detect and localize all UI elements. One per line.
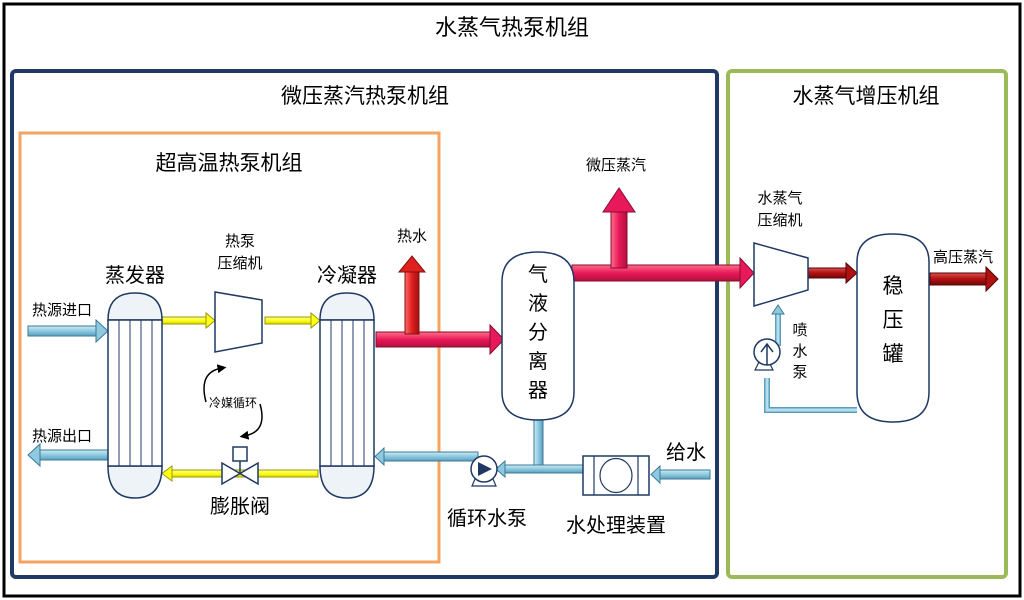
spray-pump-label-char1: 喷 — [792, 321, 807, 339]
vapor-compressor — [753, 242, 809, 308]
feed-water-label: 给水 — [666, 440, 706, 464]
separator-label-char4: 离 — [528, 349, 548, 373]
micro-pressure-frame — [10, 69, 719, 579]
micro-pressure-title: 微压蒸汽热泵机组 — [281, 84, 449, 108]
heat-source-out-label: 热源出口 — [32, 427, 92, 445]
separator-label-char5: 器 — [528, 378, 548, 402]
refrigerant-cycle-label: 冷媒循环 — [209, 396, 257, 410]
evaporator-label: 蒸发器 — [105, 263, 165, 287]
vapor-compressor-label-line1: 水蒸气 — [757, 189, 802, 207]
separator-label-char3: 分 — [528, 320, 548, 344]
feed-water-pipe — [650, 464, 711, 485]
stabilizer-tank-label-char3: 罐 — [883, 342, 904, 366]
stabilizer-tank — [856, 233, 930, 423]
booster-title: 水蒸气增压机组 — [793, 84, 940, 108]
refrigerant-pipe-evap-to-compressor — [159, 311, 216, 330]
spray-water-pipe — [764, 304, 857, 413]
separator-drain-pipe — [533, 419, 544, 469]
water-treatment-device — [582, 455, 650, 496]
heat-pump-compressor-label-line2: 压缩机 — [217, 254, 262, 272]
condenser — [319, 292, 375, 499]
micro-steam-arrow — [602, 187, 636, 269]
expansion-valve-label: 膨胀阀 — [210, 494, 270, 518]
expansion-valve — [221, 446, 259, 486]
heat-source-in-pipe — [27, 318, 109, 344]
ultra-high-temp-title: 超高温热泵机组 — [156, 151, 303, 175]
circulating-pump-label: 循环水泵 — [447, 506, 527, 530]
pump-to-condenser-pipe — [374, 446, 479, 467]
hot-water-arrow — [397, 255, 427, 335]
steam-pipe — [571, 256, 755, 290]
vapor-compressor-label-line2: 压缩机 — [757, 211, 802, 229]
heat-source-in-label: 热源进口 — [32, 301, 92, 319]
spray-pump-label-char3: 泵 — [792, 363, 807, 381]
heat-source-out-pipe — [27, 442, 109, 468]
high-pressure-steam-label: 高压蒸汽 — [933, 248, 993, 266]
separator-label-char1: 气 — [528, 262, 548, 286]
refrigerant-cycle-arrows — [203, 364, 263, 440]
spray-pump-label-char2: 水 — [792, 342, 807, 360]
circulating-pump — [470, 455, 498, 487]
stabilizer-tank-label-char1: 稳 — [883, 274, 904, 298]
heat-pump-compressor-label-line1: 热泵 — [225, 232, 255, 250]
evaporator — [107, 292, 163, 499]
high-pressure-steam-pipe — [929, 265, 999, 293]
stabilizer-tank-label-char2: 压 — [883, 308, 904, 332]
hot-water-label: 热水 — [397, 227, 427, 245]
micro-steam-label: 微压蒸汽 — [586, 156, 646, 174]
separator-label-char2: 液 — [528, 291, 548, 315]
condenser-label: 冷凝器 — [317, 263, 377, 287]
refrigerant-pipe-compressor-to-condenser — [264, 311, 321, 330]
overall-title: 水蒸气热泵机组 — [435, 16, 589, 41]
water-treatment-label: 水处理装置 — [566, 513, 666, 537]
hot-water-pipe — [375, 323, 505, 356]
gas-liquid-separator — [501, 251, 575, 421]
heat-pump-compressor — [214, 291, 263, 353]
booster-frame — [726, 69, 1008, 579]
spray-water-pump — [753, 338, 781, 371]
compressed-steam-pipe — [807, 261, 858, 285]
